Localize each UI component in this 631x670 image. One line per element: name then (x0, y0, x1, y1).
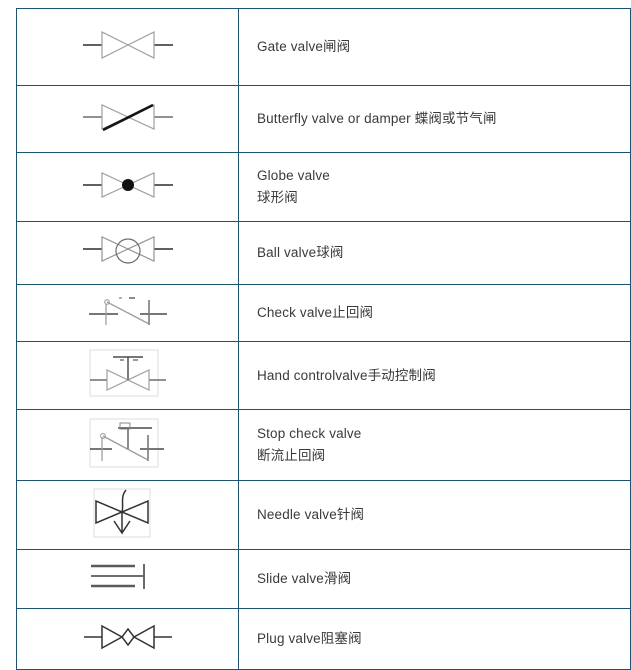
symbol-cell (16, 608, 239, 670)
symbol-cell (16, 152, 239, 222)
hand-control-valve-symbol (82, 348, 174, 398)
description-line: Butterfly valve or damper 蝶阀或节气闸 (257, 111, 497, 127)
globe-valve-symbol (81, 167, 175, 203)
description-line: Check valve止回阀 (257, 305, 374, 321)
needle-valve-symbol (82, 487, 174, 539)
gate-valve-symbol (81, 26, 175, 64)
table-row: Stop check valve 断流止回阀 (16, 409, 631, 481)
table-row: Needle valve针阀 (16, 480, 631, 550)
table-row: Ball valve球阀 (16, 221, 631, 285)
description-line: Stop check valve (257, 426, 362, 442)
symbol-cell (16, 549, 239, 609)
butterfly-valve-symbol (81, 99, 175, 135)
table-row: Slide valve滑阀 (16, 549, 631, 609)
table-row: Globe valve 球形阀 (16, 152, 631, 222)
description-cell: Gate valve闸阀 (238, 8, 631, 86)
description-line: Plug valve阻塞阀 (257, 631, 362, 647)
description-line-cn: 断流止回阀 (257, 448, 326, 463)
symbol-cell (16, 480, 239, 550)
table-row: Check valve止回阀 (16, 284, 631, 342)
table-row: Gate valve闸阀 (16, 8, 631, 86)
slide-valve-symbol (87, 560, 169, 594)
valve-symbol-table: Gate valve闸阀 (16, 8, 631, 670)
valve-symbols-page: Gate valve闸阀 (16, 8, 631, 670)
description-cell: Ball valve球阀 (238, 221, 631, 285)
description-line: Slide valve滑阀 (257, 571, 352, 587)
description-cell: Plug valve阻塞阀 (238, 608, 631, 670)
description-cell: Needle valve针阀 (238, 480, 631, 550)
check-valve-symbol (87, 292, 169, 330)
symbol-cell (16, 284, 239, 342)
symbol-cell (16, 8, 239, 86)
symbol-cell (16, 341, 239, 410)
description-line: Hand controlvalve手动控制阀 (257, 367, 436, 383)
symbol-cell (16, 85, 239, 153)
description-cell: Check valve止回阀 (238, 284, 631, 342)
description-cell: Globe valve 球形阀 (238, 152, 631, 222)
plug-valve-symbol (82, 619, 174, 655)
stop-check-valve-symbol (82, 417, 174, 469)
description-line: Gate valve闸阀 (257, 39, 351, 55)
table-row: Butterfly valve or damper 蝶阀或节气闸 (16, 85, 631, 153)
ball-valve-symbol (81, 231, 175, 271)
description-cell: Hand controlvalve手动控制阀 (238, 341, 631, 410)
table-row: Plug valve阻塞阀 (16, 608, 631, 670)
table-row: Hand controlvalve手动控制阀 (16, 341, 631, 410)
description-cell: Butterfly valve or damper 蝶阀或节气闸 (238, 85, 631, 153)
description-line-cn: 球形阀 (257, 190, 298, 205)
symbol-cell (16, 221, 239, 285)
description-cell: Stop check valve 断流止回阀 (238, 409, 631, 481)
description-cell: Slide valve滑阀 (238, 549, 631, 609)
description-line: Ball valve球阀 (257, 245, 344, 261)
description-line: Needle valve针阀 (257, 507, 365, 523)
description-line: Globe valve (257, 168, 330, 184)
symbol-cell (16, 409, 239, 481)
